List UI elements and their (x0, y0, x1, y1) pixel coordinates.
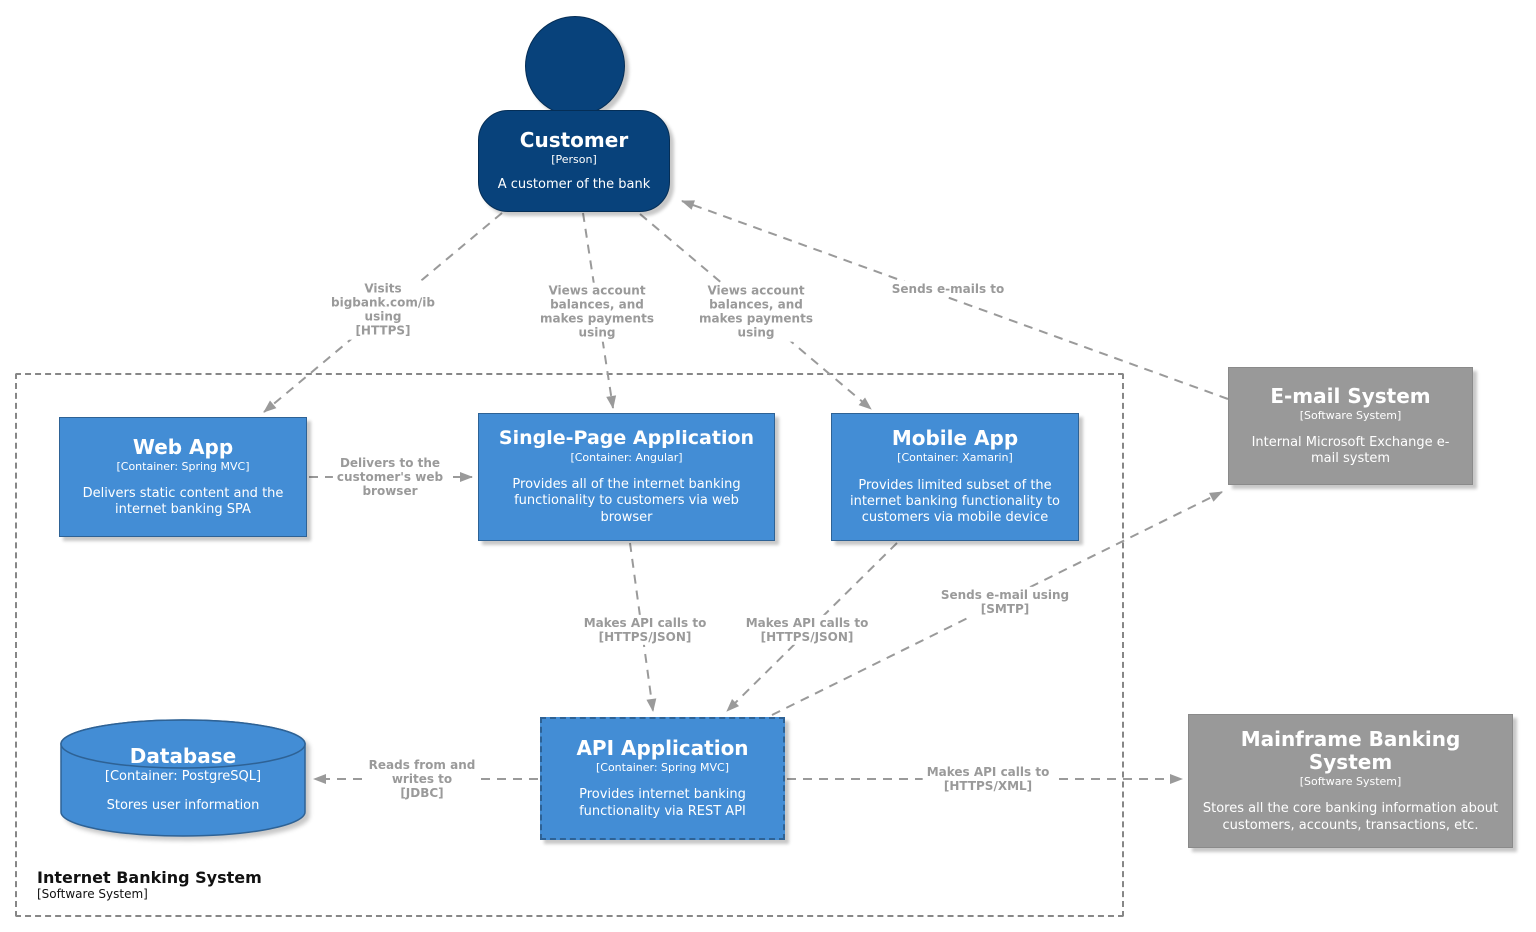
database-title: Database (129, 744, 237, 768)
node-mainframe-banking-system: Mainframe Banking System [Software Syste… (1188, 714, 1513, 848)
spa-description: Provides all of the internet banking fun… (512, 477, 741, 525)
edge-label-api-app-to-mainframe: Makes API calls to [HTTPS/XML] (922, 763, 1054, 795)
edge-label-web-app-to-spa: Delivers to the customer's web browser (332, 454, 448, 500)
spa-title: Single-Page Application (498, 427, 755, 450)
database-caption: Database [Container: PostgreSQL] Stores … (60, 745, 306, 814)
email-system-type: [Software System] (1299, 408, 1402, 422)
boundary-caption: Internet Banking System [Software System… (37, 868, 262, 903)
web-app-type: [Container: Spring MVC] (116, 459, 250, 473)
edge-label-mobile-app-to-api-app: Makes API calls to [HTTPS/JSON] (741, 614, 873, 646)
database-cylinder-icon (60, 719, 306, 837)
email-system-title: E-mail System (1270, 383, 1431, 408)
edge-customer-to-web-app (263, 212, 503, 413)
api-application-title: API Application (576, 736, 749, 761)
node-database: Database [Container: PostgreSQL] Stores … (60, 719, 306, 837)
customer-title: Customer (519, 128, 629, 153)
node-customer: Customer [Person] A customer of the bank (478, 110, 670, 212)
node-email-system: E-mail System [Software System] Internal… (1228, 367, 1473, 485)
boundary-subtitle: [Software System] (37, 887, 148, 902)
node-api-application: API Application [Container: Spring MVC] … (540, 717, 785, 840)
edge-label-customer-to-mobile-app: Views account balances, and makes paymen… (695, 282, 817, 342)
mobile-app-description: Provides limited subset of the internet … (849, 477, 1061, 526)
edge-label-api-app-to-email: Sends e-mail using [SMTP] (936, 586, 1074, 618)
customer-description: A customer of the bank (497, 176, 651, 192)
person-icon (525, 16, 625, 116)
email-system-description: Internal Microsoft Exchange e-mail syste… (1251, 434, 1450, 467)
edge-email-to-customer (681, 200, 1229, 400)
mainframe-title: Mainframe Banking System (1240, 727, 1461, 775)
node-web-app: Web App [Container: Spring MVC] Delivers… (59, 417, 307, 537)
mobile-app-type: [Container: Xamarin] (897, 451, 1013, 465)
edge-label-email-to-customer: Sends e-mails to (887, 280, 1009, 298)
web-app-title: Web App (132, 434, 234, 459)
api-application-description: Provides internet banking functionality … (579, 787, 746, 819)
mainframe-type: [Software System] (1299, 775, 1402, 789)
edge-label-api-app-to-database: Reads from and writes to [JDBC] (364, 756, 480, 802)
edge-api-app-to-email (771, 491, 1223, 716)
database-description: Stores user information (106, 797, 260, 813)
edge-label-customer-to-web-app: Visits bigbank.com/ib using [HTTPS] (326, 280, 440, 340)
web-app-description: Delivers static content and the internet… (82, 485, 284, 518)
database-type: [Container: PostgreSQL] (104, 769, 262, 784)
spa-type: [Container: Angular] (570, 450, 683, 464)
edge-label-spa-to-api-app: Makes API calls to [HTTPS/JSON] (579, 614, 711, 646)
api-application-type: [Container: Spring MVC] (595, 761, 730, 775)
node-mobile-app: Mobile App [Container: Xamarin] Provides… (831, 413, 1079, 541)
boundary-title: Internet Banking System (37, 868, 262, 888)
internet-banking-system-boundary: Internet Banking System [Software System… (15, 373, 1124, 917)
customer-type: [Person] (551, 153, 597, 167)
mobile-app-title: Mobile App (891, 426, 1019, 451)
mainframe-description: Stores all the core banking information … (1202, 801, 1499, 833)
edge-label-customer-to-spa: Views account balances, and makes paymen… (536, 282, 658, 342)
node-single-page-application: Single-Page Application [Container: Angu… (478, 413, 775, 541)
